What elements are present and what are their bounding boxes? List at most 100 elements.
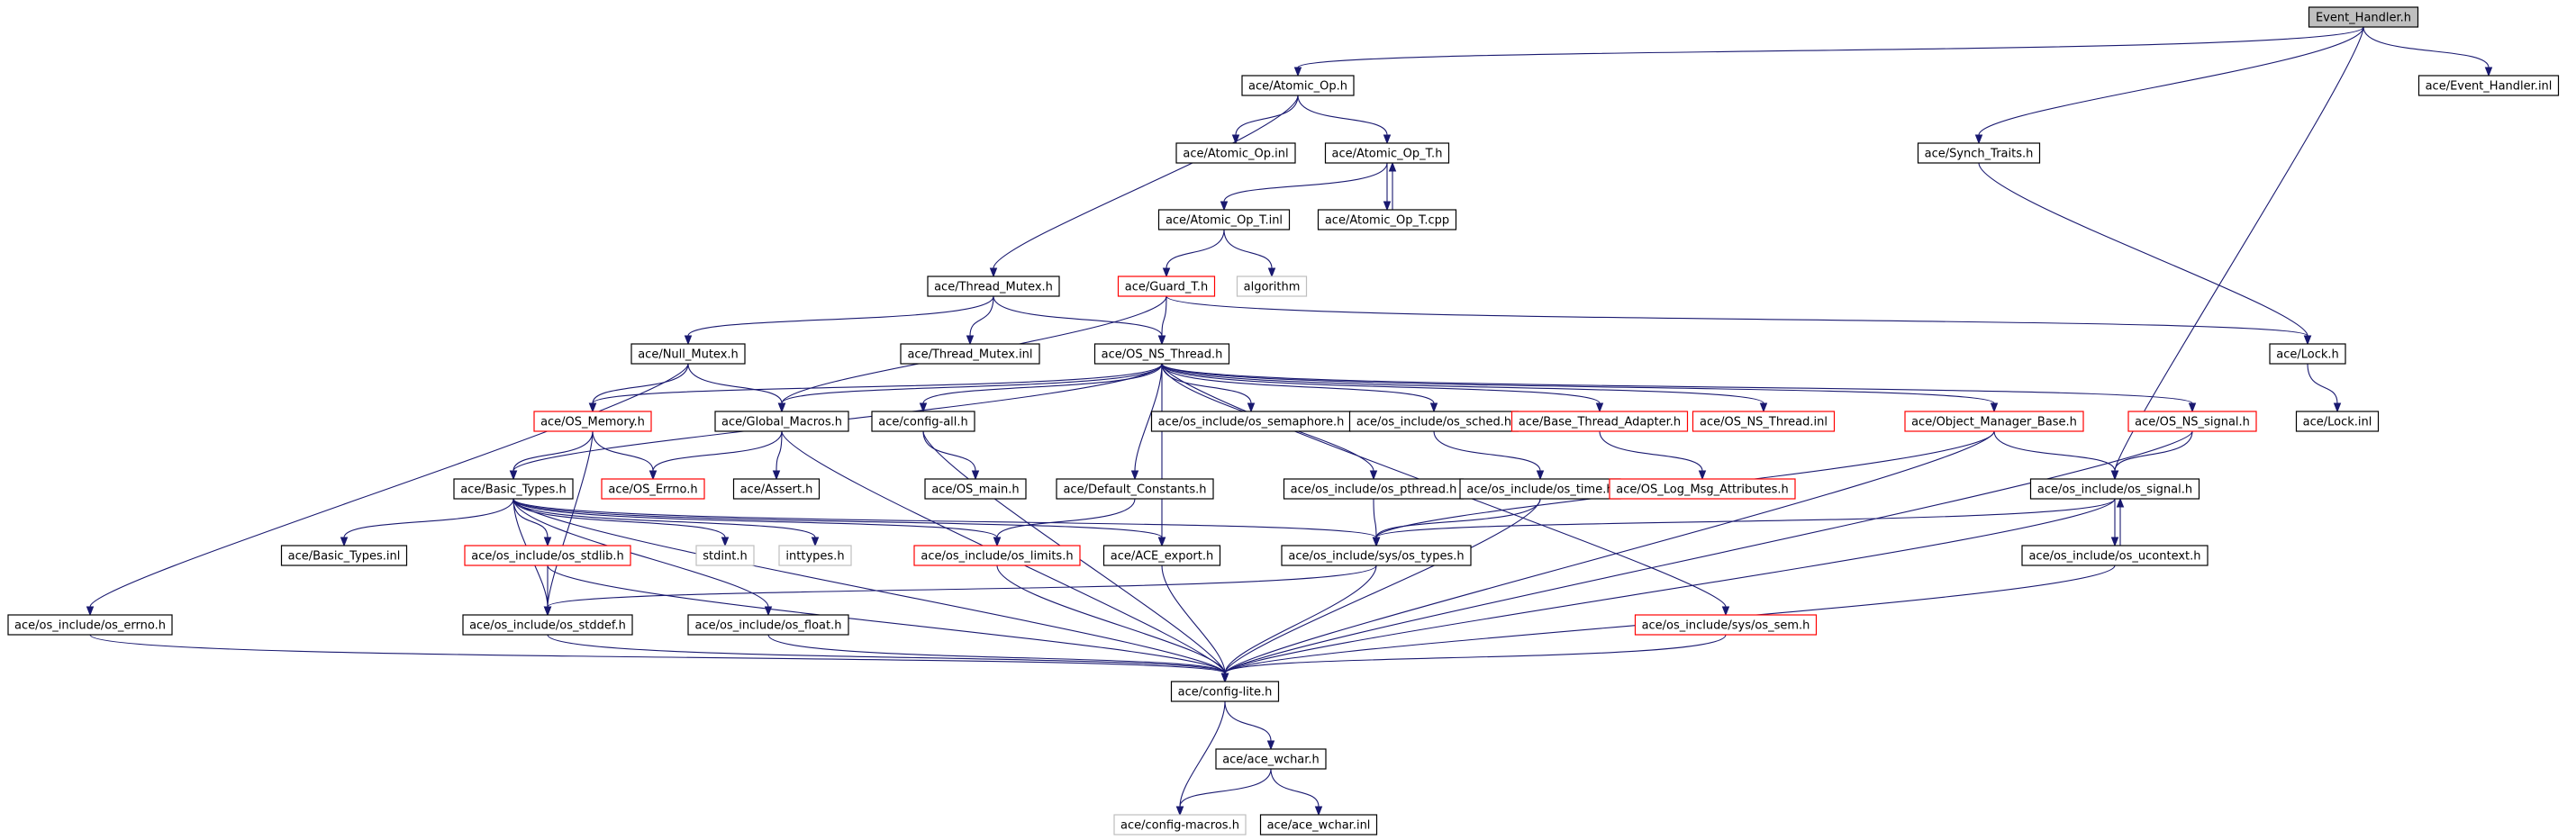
node-sys-os-types-h[interactable]: ace/os_include/sys/os_types.h [1281, 545, 1472, 566]
node-os-ns-signal-h[interactable]: ace/OS_NS_signal.h [2127, 411, 2257, 432]
node-object-manager-base-h[interactable]: ace/Object_Manager_Base.h [1904, 411, 2084, 432]
node-os-ns-thread-inl[interactable]: ace/OS_NS_Thread.inl [1692, 411, 1836, 432]
node-global-macros-h[interactable]: ace/Global_Macros.h [714, 411, 849, 432]
edge-os-ns-thread-h-to-os-ns-signal-h [1161, 363, 2193, 404]
node-os-float-h[interactable]: ace/os_include/os_float.h [687, 614, 849, 636]
edge-os-signal-h-to-config-lite-h [1224, 498, 2116, 674]
node-os-log-msg-attributes-h[interactable]: ace/OS_Log_Msg_Attributes.h [1609, 478, 1796, 500]
edge-global-macros-h-to-os-errno-h [652, 430, 783, 472]
edge-object-manager-base-h-to-os-signal-h [1993, 430, 2116, 472]
node-label: ace/os_include/os_stdlib.h [471, 550, 623, 564]
node-atomic-op-t-cpp[interactable]: ace/Atomic_Op_T.cpp [1317, 209, 1457, 230]
node-ace-wchar-inl[interactable]: ace/ace_wchar.inl [1259, 814, 1378, 835]
edge-event-handler-h-to-atomic-op-h [1297, 26, 2364, 68]
node-os-ucontext-h[interactable]: ace/os_include/os_ucontext.h [2021, 545, 2209, 566]
edge-event-handler-h-to-synch-traits-h [1978, 26, 2364, 136]
node-os-time-h[interactable]: ace/os_include/os_time.h [1459, 478, 1621, 500]
node-box [1692, 411, 1836, 432]
node-lock-inl[interactable]: ace/Lock.inl [2295, 411, 2380, 432]
node-os-stddef-h[interactable]: ace/os_include/os_stddef.h [462, 614, 633, 636]
edge-atomic-op-t-inl-to-algorithm [1223, 229, 1273, 269]
node-default-constants-h[interactable]: ace/Default_Constants.h [1056, 478, 1214, 500]
node-os-pthread-h[interactable]: ace/os_include/os_pthread.h [1283, 478, 1465, 500]
node-label: ace/Basic_Types.inl [288, 550, 401, 564]
node-atomic-op-inl[interactable]: ace/Atomic_Op.inl [1175, 142, 1296, 164]
node-atomic-op-t-h[interactable]: ace/Atomic_Op_T.h [1324, 142, 1450, 164]
node-box [1157, 209, 1291, 230]
node-atomic-op-t-inl[interactable]: ace/Atomic_Op_T.inl [1157, 209, 1291, 230]
node-box [1324, 142, 1450, 164]
edge-os-signal-h-to-sys-os-types-h [1375, 498, 2116, 538]
node-os-semaphore-h[interactable]: ace/os_include/os_semaphore.h [1150, 411, 1352, 432]
node-os-errno-h[interactable]: ace/OS_Errno.h [601, 478, 705, 500]
node-box [533, 411, 652, 432]
node-thread-mutex-h[interactable]: ace/Thread_Mutex.h [927, 275, 1060, 297]
edge-config-all-h-to-os-main-h [922, 430, 976, 472]
node-synch-traits-h[interactable]: ace/Synch_Traits.h [1917, 142, 2041, 164]
node-sys-os-sem-h[interactable]: ace/os_include/sys/os_sem.h [1634, 614, 1818, 636]
node-label: ace/OS_Memory.h [540, 416, 645, 429]
node-box [462, 614, 633, 636]
arrowhead-icon [1130, 470, 1139, 481]
node-basic-types-inl[interactable]: ace/Basic_Types.inl [280, 545, 408, 566]
node-label: ace/os_include/os_signal.h [2037, 483, 2192, 497]
node-atomic-op-h[interactable]: ace/Atomic_Op.h [1241, 75, 1355, 96]
edge-os-memory-h-to-os-errno-h [592, 430, 654, 472]
edge-sys-os-sem-h-to-config-lite-h [1224, 634, 1727, 674]
node-null-mutex-h[interactable]: ace/Null_Mutex.h [630, 343, 746, 365]
node-label: ace/Null_Mutex.h [638, 348, 739, 362]
node-ace-export-h[interactable]: ace/ACE_export.h [1102, 545, 1221, 566]
arrowhead-icon [2188, 402, 2197, 413]
node-box [2295, 411, 2380, 432]
edge-os-ns-thread-h-to-os-sched-h [1161, 363, 1435, 404]
node-base-thread-adapter-h[interactable]: ace/Base_Thread_Adapter.h [1510, 411, 1689, 432]
node-os-signal-h[interactable]: ace/os_include/os_signal.h [2029, 478, 2200, 500]
node-box [2029, 478, 2200, 500]
edge-atomic-op-h-to-atomic-op-t-h [1297, 95, 1388, 136]
node-assert-h[interactable]: ace/Assert.h [732, 478, 821, 500]
edge-os-ns-thread-h-to-global-macros-h [781, 363, 1163, 404]
edge-os-ns-thread-h-to-os-memory-h [592, 363, 1163, 404]
node-box [871, 411, 975, 432]
node-event-handler-h[interactable]: Event_Handler.h [2308, 6, 2419, 28]
edge-config-lite-h-to-config-macros-h [1179, 700, 1226, 808]
node-box [1259, 814, 1378, 835]
node-os-ns-thread-h[interactable]: ace/OS_NS_Thread.h [1093, 343, 1230, 365]
edge-os-sched-h-to-os-time-h [1433, 430, 1541, 472]
node-basic-types-h[interactable]: ace/Basic_Types.h [453, 478, 574, 500]
node-label: ace/config-lite.h [1178, 686, 1273, 700]
node-os-memory-h[interactable]: ace/OS_Memory.h [533, 411, 652, 432]
node-algorithm[interactable]: algorithm [1236, 275, 1308, 297]
arrowhead-icon [2333, 402, 2342, 413]
node-label: ace/OS_NS_signal.h [2135, 416, 2250, 429]
node-box [1904, 411, 2084, 432]
node-os-main-h[interactable]: ace/OS_main.h [924, 478, 1027, 500]
arrowhead-icon [1974, 134, 1983, 145]
node-config-macros-h[interactable]: ace/config-macros.h [1113, 814, 1247, 835]
node-os-errno-inc-h[interactable]: ace/os_include/os_errno.h [7, 614, 173, 636]
edge-basic-types-h-to-sys-os-types-h [512, 498, 1377, 538]
node-box [1175, 142, 1296, 164]
arrowhead-icon [1247, 402, 1256, 413]
node-stdint-h[interactable]: stdint.h [695, 545, 755, 566]
node-label: ace/OS_Log_Msg_Attributes.h [1616, 483, 1788, 497]
node-thread-mutex-inl[interactable]: ace/Thread_Mutex.inl [900, 343, 1040, 365]
node-ace-wchar-h[interactable]: ace/ace_wchar.h [1215, 748, 1327, 770]
node-lock-h[interactable]: ace/Lock.h [2269, 343, 2346, 365]
arrowhead-icon [2303, 335, 2312, 346]
node-config-lite-h[interactable]: ace/config-lite.h [1170, 681, 1280, 702]
node-guard-t-h[interactable]: ace/Guard_T.h [1117, 275, 1216, 297]
node-config-all-h[interactable]: ace/config-all.h [871, 411, 975, 432]
node-box [464, 545, 631, 566]
node-event-handler-inl[interactable]: ace/Event_Handler.inl [2417, 75, 2560, 96]
arrowhead-icon [971, 470, 980, 481]
node-box [1056, 478, 1214, 500]
node-os-stdlib-h[interactable]: ace/os_include/os_stdlib.h [464, 545, 631, 566]
edge-os-time-h-to-config-lite-h [1224, 498, 1541, 674]
node-os-limits-h[interactable]: ace/os_include/os_limits.h [913, 545, 1081, 566]
edge-base-thread-adapter-h-to-os-log-msg-attributes-h [1599, 430, 1703, 472]
edge-default-constants-h-to-os-limits-h [996, 498, 1136, 538]
node-inttypes-h[interactable]: inttypes.h [778, 545, 852, 566]
arrowhead-icon [721, 537, 730, 547]
node-os-sched-h[interactable]: ace/os_include/os_sched.h [1348, 411, 1519, 432]
